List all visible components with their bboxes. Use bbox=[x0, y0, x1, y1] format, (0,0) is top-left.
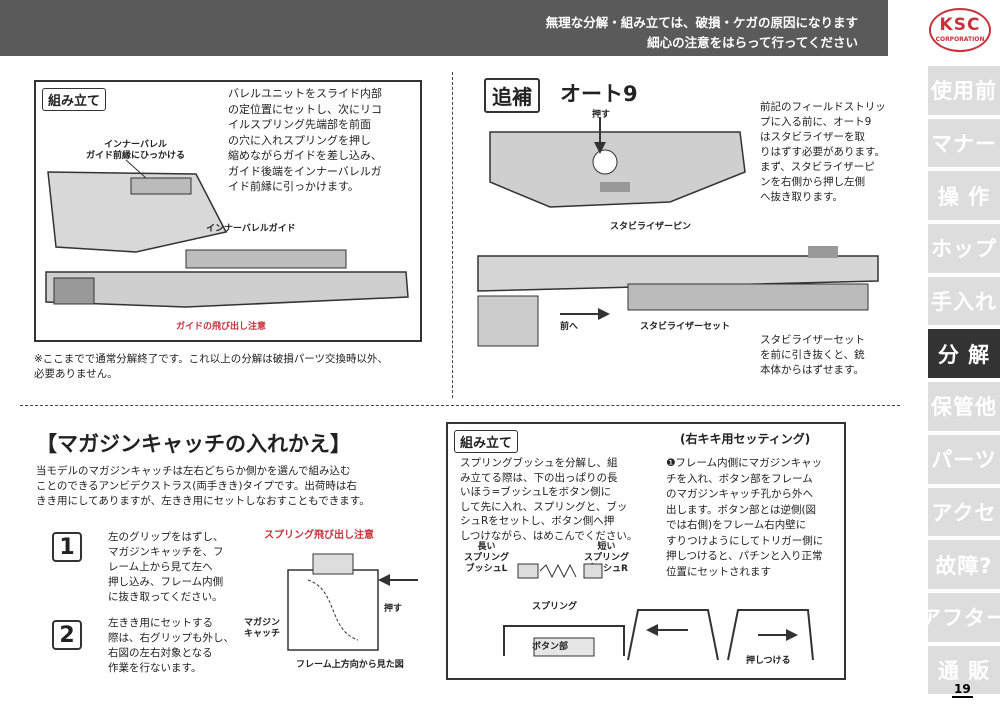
top-view-caption: フレーム上方向から見た図 bbox=[296, 660, 404, 670]
disassembly-end-note: ※ここまでで通常分解終了です。これ以上の分解は破損パーツ交換時以外、 必要ありま… bbox=[34, 353, 389, 380]
side-tab-5[interactable]: 分 解 bbox=[928, 329, 1000, 379]
front-label: 前へ bbox=[560, 322, 579, 332]
side-tab-10[interactable]: アフター bbox=[928, 592, 1000, 642]
header-warning-line2: 細心の注意をはらって行ってください bbox=[647, 35, 858, 50]
side-tab-7[interactable]: パーツ bbox=[928, 434, 1000, 484]
magazine-catch-title: 【マガジンキャッチの入れかえ】 bbox=[36, 432, 351, 456]
spring-bushing-illustration bbox=[517, 563, 603, 579]
side-tab-0[interactable]: 使用前 bbox=[928, 66, 1000, 115]
assembly2-text-2: ❶フレーム内側にマガジンキャッ チを入れ、ボタン部をフレーム のマガジンキャッチ… bbox=[666, 457, 824, 578]
side-tab-9[interactable]: 故障? bbox=[928, 540, 1000, 589]
assembly2-text-1: スプリングブッシュを分解し、組 み立てる際は、下の出っぱりの長 いほう=ブッシュ… bbox=[460, 457, 638, 542]
side-tab-1[interactable]: マナー bbox=[928, 118, 1000, 168]
assembly2-box: 組み立て (右キキ用セッティング) スプリングブッシュを分解し、組 み立てる際は… bbox=[446, 422, 846, 680]
auto9-gun-illustration bbox=[489, 117, 746, 208]
step1-number: 1 bbox=[52, 532, 82, 562]
inner-barrel-label: インナーバレル ガイド前縁にひっかける bbox=[86, 140, 186, 161]
spring-warning-label: スプリング飛び出し注意 bbox=[264, 530, 374, 541]
assembly-tag: 組み立て bbox=[42, 88, 107, 111]
side-tab-6[interactable]: 保管他 bbox=[928, 382, 1000, 431]
button-part-label: ボタン部 bbox=[532, 642, 569, 652]
short-bushing-label: 短い スプリング ブッシュR bbox=[584, 542, 630, 574]
side-tab-4[interactable]: 手入れ bbox=[928, 276, 1000, 326]
auto9-push-label: 押す bbox=[592, 110, 611, 120]
assembly-box: 組み立て バレルユニットをスライド内部 の定位置にセットし、次にリコ イルスプリ… bbox=[34, 80, 422, 342]
barrel-unit-illustration bbox=[45, 159, 409, 308]
auto9-tag: 追補 bbox=[484, 78, 540, 113]
assembly2-tag: 組み立て bbox=[454, 430, 519, 453]
auto9-text-2: スタビライザーセット を前に引き抜くと、銃 本体からはずせます。 bbox=[760, 334, 865, 376]
stabilizer-set-label: スタビライザーセット bbox=[640, 322, 731, 332]
stabilizer-illustration bbox=[477, 246, 879, 347]
press-label: 押しつける bbox=[746, 656, 791, 666]
auto9-text-1: 前記のフィールドストリッ プに入る前に、オート9 はスタビライザーを取 りはずす… bbox=[760, 101, 886, 203]
section-divider-horizontal bbox=[20, 405, 900, 406]
side-tab-8[interactable]: アクセ bbox=[928, 487, 1000, 537]
guide-warning-label: ガイドの飛び出し注意 bbox=[176, 322, 267, 332]
section-divider-vertical bbox=[452, 72, 453, 398]
side-tab-2[interactable]: 操 作 bbox=[928, 171, 1000, 221]
magazine-catch-insert-illustration bbox=[627, 609, 814, 661]
page-number: 19 bbox=[952, 682, 973, 698]
stabilizer-pin-label: スタビライザーピン bbox=[610, 222, 692, 232]
side-tab-11[interactable]: 通 販 bbox=[928, 645, 1000, 695]
step2-number: 2 bbox=[52, 620, 82, 650]
step1-text: 左のグリップをはずし、 マガジンキャッチを、フ レーム上から見て左へ 押し込み、… bbox=[108, 531, 224, 603]
long-bushing-label: 長い スプリング ブッシュL bbox=[464, 542, 510, 574]
side-tab-nav: 使用前マナー操 作ホップ手入れ分 解保管他パーツアクセ故障?アフター通 販 bbox=[928, 66, 1000, 698]
page-header: 無理な分解・組み立ては、破損・ケガの原因になります 細心の注意をはらって行ってく… bbox=[0, 0, 888, 56]
step2-text: 左きき用にセットする 際は、右グリップも外し、 右図の左右対象となる 作業を行な… bbox=[108, 617, 234, 674]
spring-label: スプリング bbox=[532, 602, 578, 612]
header-warning-line1: 無理な分解・組み立ては、破損・ケガの原因になります bbox=[545, 15, 858, 30]
assembly-text: バレルユニットをスライド内部 の定位置にセットし、次にリコ イルスプリング先端部… bbox=[228, 87, 382, 193]
magazine-catch-label: マガジン キャッチ bbox=[244, 618, 281, 639]
assembly2-heading: (右キキ用セッティング) bbox=[680, 432, 811, 446]
auto9-title: オート9 bbox=[560, 82, 638, 106]
magazine-catch-intro: 当モデルのマガジンキャッチは左右どちらか側かを選んで組み込む ことのできるアンビ… bbox=[36, 465, 370, 507]
side-tab-3[interactable]: ホップ bbox=[928, 224, 1000, 273]
inner-barrel-guide-label: インナーバレルガイド bbox=[206, 224, 296, 234]
magazine-catch-illustration bbox=[287, 553, 418, 651]
button-part-illustration bbox=[503, 625, 625, 657]
magazine-push-label: 押す bbox=[384, 604, 403, 614]
ksc-logo: KSC CORPORATION bbox=[929, 8, 991, 52]
